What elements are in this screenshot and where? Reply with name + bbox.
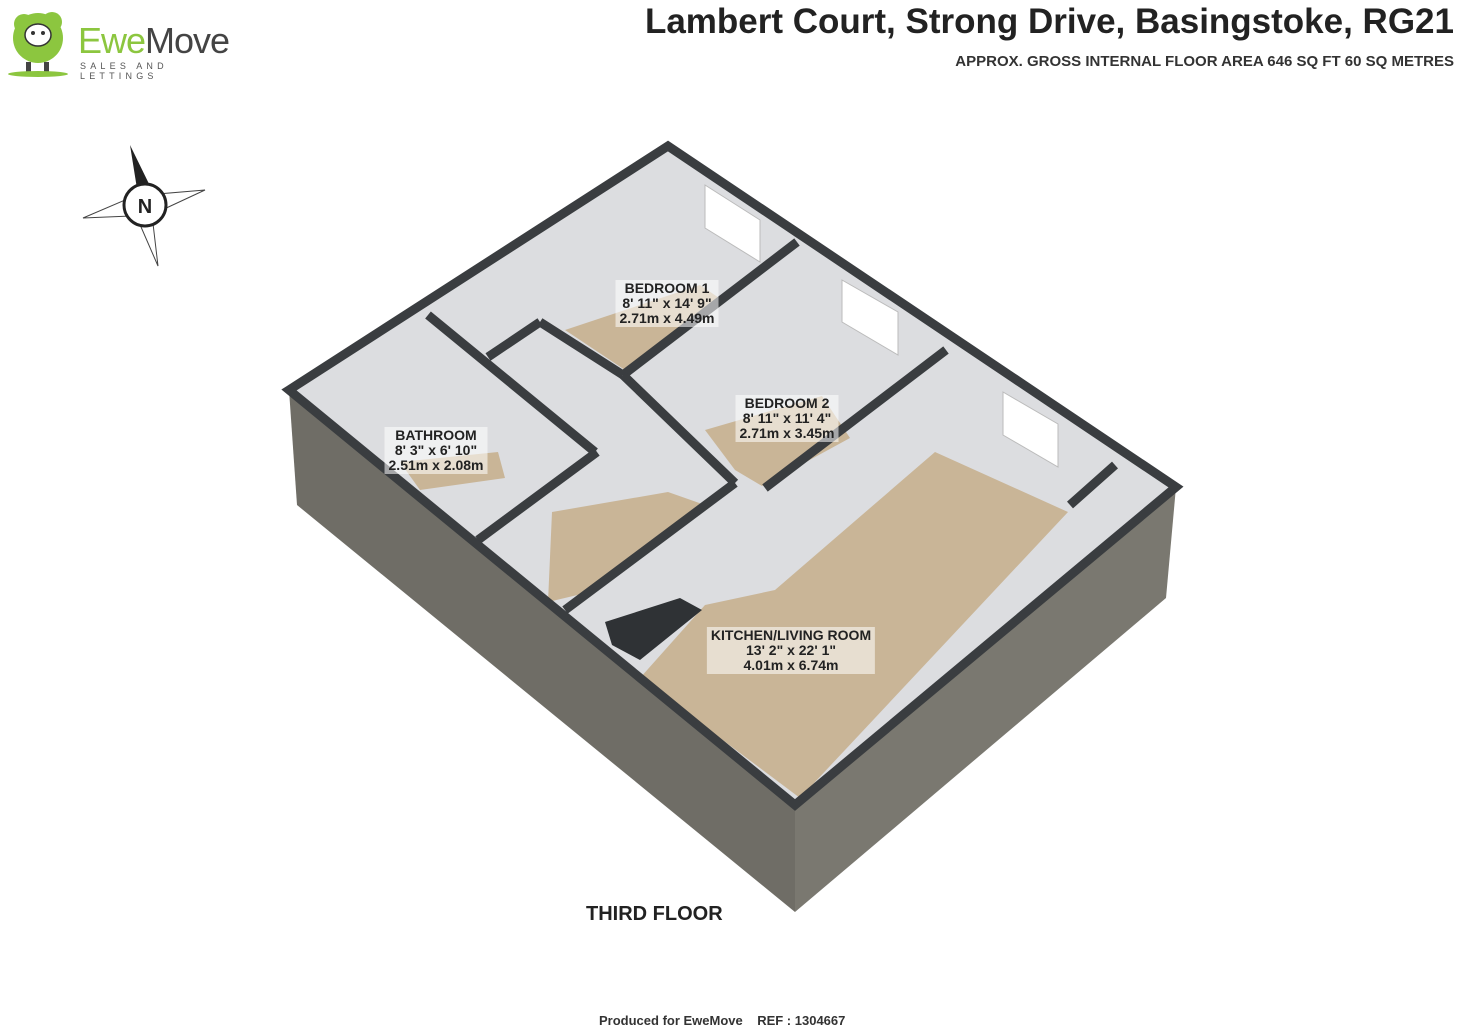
counter bbox=[605, 598, 702, 660]
kitchen-floor bbox=[640, 452, 1068, 798]
room-dimensions-metric: 2.71m x 3.45m bbox=[739, 425, 835, 441]
hall-floor bbox=[548, 492, 705, 602]
room-dimensions-imperial: 8' 11" x 11' 4" bbox=[742, 410, 832, 426]
brick-exterior bbox=[289, 390, 1176, 912]
room-label-bedroom-2: BEDROOM 2 8' 11" x 11' 4" 2.71m x 3.45m bbox=[735, 395, 839, 442]
room-dimensions-imperial: 8' 3" x 6' 10" bbox=[394, 442, 478, 458]
room-name: BATHROOM bbox=[395, 427, 477, 443]
logo-tagline: SALES AND LETTINGS bbox=[80, 61, 168, 81]
sheep-mascot-icon bbox=[8, 12, 68, 77]
room-dimensions-metric: 2.71m x 4.49m bbox=[619, 310, 715, 326]
logo-move: Move bbox=[145, 20, 230, 61]
ewemove-logo: EweMove SALES AND LETTINGS bbox=[4, 8, 244, 81]
room-name: BEDROOM 2 bbox=[744, 395, 830, 411]
room-label-bathroom: BATHROOM 8' 3" x 6' 10" 2.51m x 2.08m bbox=[384, 427, 488, 474]
compass-north-icon: N bbox=[82, 145, 206, 267]
logo-ewe: Ewe bbox=[78, 20, 146, 61]
floor-area: APPROX. GROSS INTERNAL FLOOR AREA 646 SQ… bbox=[955, 53, 1454, 70]
room-dimensions-metric: 4.01m x 6.74m bbox=[743, 657, 839, 673]
floor-name: THIRD FLOOR bbox=[586, 903, 723, 925]
windows bbox=[704, 184, 1059, 468]
footer-credit: Produced for EweMove REF : 1304667 bbox=[599, 1013, 846, 1028]
room-label-kitchen-living: KITCHEN/LIVING ROOM 13' 2" x 22' 1" 4.01… bbox=[706, 627, 876, 674]
room-label-bedroom-1: BEDROOM 1 8' 11" x 14' 9" 2.71m x 4.49m bbox=[615, 280, 719, 327]
logo-wordmark: EweMove bbox=[78, 20, 230, 62]
room-name: BEDROOM 1 bbox=[624, 280, 710, 296]
compass-label: N bbox=[138, 196, 152, 218]
room-dimensions-metric: 2.51m x 2.08m bbox=[388, 457, 484, 473]
room-dimensions-imperial: 8' 11" x 14' 9" bbox=[622, 295, 712, 311]
property-address: Lambert Court, Strong Drive, Basingstoke… bbox=[644, 2, 1454, 41]
room-dimensions-imperial: 13' 2" x 22' 1" bbox=[745, 642, 836, 658]
room-name: KITCHEN/LIVING ROOM bbox=[710, 627, 872, 643]
